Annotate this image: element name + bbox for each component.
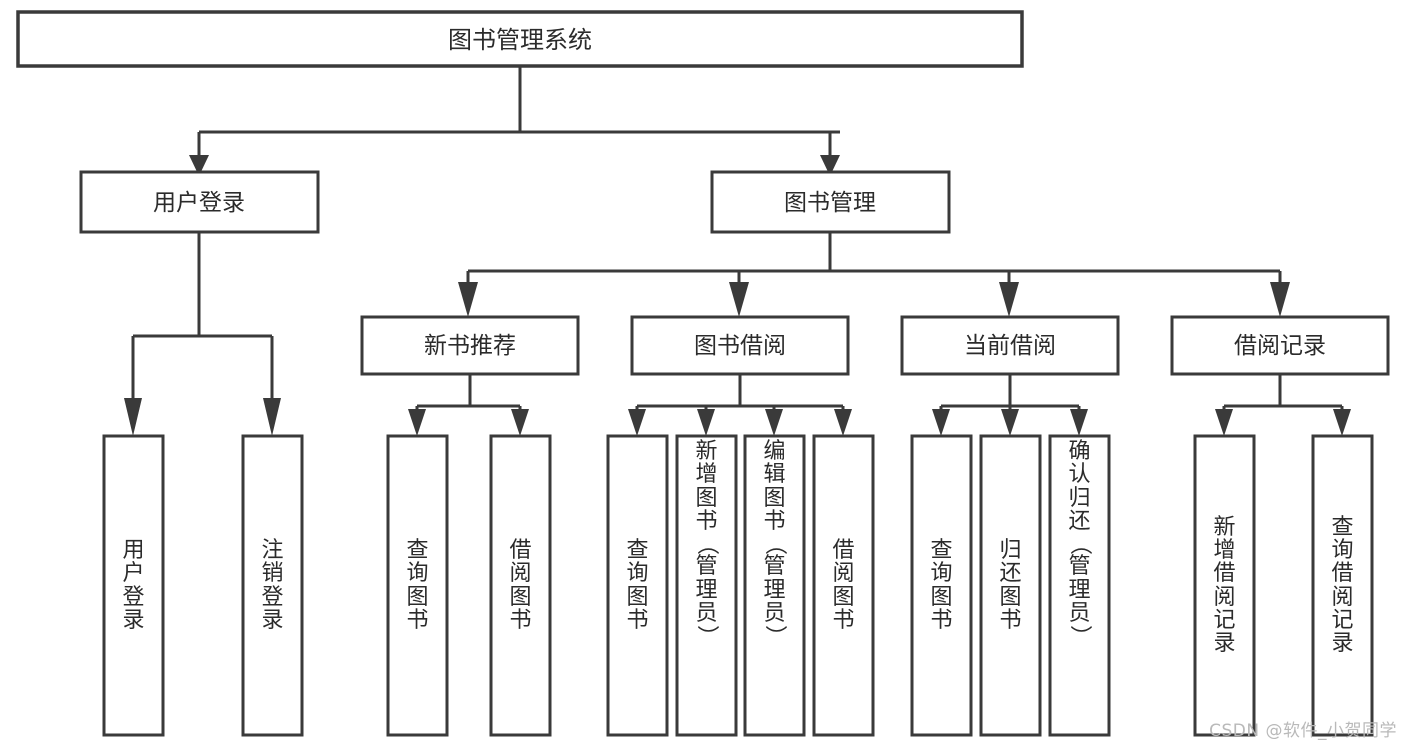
arrowhead-cb-leaf-1 [932, 409, 950, 436]
leaf-box-cb-query-book[interactable] [910, 434, 973, 737]
node-book-manage-label: 图书管理 [784, 190, 876, 216]
arrowhead-nbr-leaf-1 [408, 409, 426, 436]
node-borrow-record-label: 借阅记录 [1234, 333, 1326, 359]
arrowhead-cb-leaf-2 [1001, 409, 1019, 436]
leaf-box-nbr-borrow-book[interactable] [489, 434, 552, 737]
arrowhead-user-login [189, 155, 209, 176]
arrowhead-nbr-leaf-2 [511, 409, 529, 436]
arrowhead-br-leaf-1 [1215, 409, 1233, 436]
leaf-box-cb-confirm-return[interactable] [1048, 434, 1111, 737]
arrowhead-leaf-logout [263, 398, 281, 436]
arrowhead-new-book-recommend [458, 282, 478, 317]
node-layer: 图书管理系统 用户登录 图书管理 新书推荐 图书借阅 当前借阅 借阅记录 [16, 10, 1390, 737]
leaf-box-logout[interactable] [241, 434, 304, 737]
leaf-box-nbr-query-book[interactable] [386, 434, 449, 737]
arrowhead-current-borrow [999, 282, 1019, 317]
leaf-box-br-query-record[interactable] [1311, 434, 1374, 737]
node-new-book-recommend-label: 新书推荐 [424, 333, 516, 359]
node-user-login-box[interactable] [79, 170, 320, 234]
arrowhead-br-leaf-2 [1333, 409, 1351, 436]
connector-layer [124, 66, 1351, 436]
leaf-box-br-add-record[interactable] [1193, 434, 1256, 737]
node-root-label: 图书管理系统 [448, 26, 592, 54]
leaf-box-cb-return-book[interactable] [979, 434, 1042, 737]
leaf-box-bb-edit-book[interactable] [743, 434, 806, 737]
arrowhead-book-borrow [729, 282, 749, 317]
arrowhead-bb-leaf-4 [834, 409, 852, 436]
arrowhead-bb-leaf-1 [628, 409, 646, 436]
arrowhead-borrow-record [1270, 282, 1290, 317]
node-book-borrow-box[interactable] [630, 315, 850, 376]
node-user-login-label: 用户登录 [153, 190, 245, 216]
arrowhead-book-manage [820, 155, 840, 176]
node-current-borrow-label: 当前借阅 [964, 333, 1056, 359]
node-book-borrow-label: 图书借阅 [694, 333, 786, 359]
node-book-manage-box[interactable] [710, 170, 951, 234]
arrowhead-bb-leaf-2 [697, 409, 715, 436]
leaf-box-user-login[interactable] [102, 434, 165, 737]
csdn-watermark: CSDN @软件_小贺同学 [1209, 721, 1397, 741]
node-current-borrow-box[interactable] [900, 315, 1120, 376]
node-new-book-recommend-box[interactable] [360, 315, 580, 376]
node-borrow-record-box[interactable] [1170, 315, 1390, 376]
leaf-box-bb-add-book[interactable] [675, 434, 738, 737]
arrowhead-bb-leaf-3 [765, 409, 783, 436]
leaf-box-bb-query-book[interactable] [606, 434, 669, 737]
arrowhead-leaf-user-login [124, 398, 142, 436]
leaf-box-bb-borrow-book[interactable] [812, 434, 875, 737]
arrowhead-cb-leaf-3 [1070, 409, 1088, 436]
node-root-box[interactable] [16, 10, 1024, 68]
